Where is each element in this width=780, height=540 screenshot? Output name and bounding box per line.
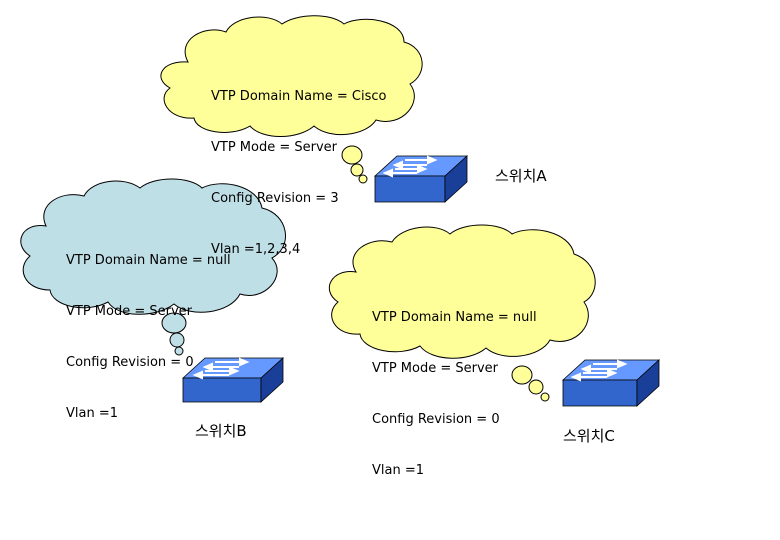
network-switch-icon (561, 359, 661, 407)
cloud-a-text: VTP Domain Name = Cisco VTP Mode = Serve… (211, 54, 386, 275)
cloud-c-bubble-1 (511, 365, 533, 385)
network-switch-icon (373, 155, 469, 203)
cloud-b-bubble-1 (161, 312, 187, 334)
cloud-switch-a (160, 15, 423, 184)
cloud-c-bubble-2 (528, 379, 544, 395)
cloud-a-bubble-1 (341, 145, 363, 165)
switch-c-label: 스위치C (563, 427, 615, 445)
cloud-a-shape (160, 15, 423, 137)
cloud-b-domain: VTP Domain Name = null (66, 253, 231, 268)
switch-c (561, 359, 661, 407)
cloud-c-revision: Config Revision = 0 (372, 412, 500, 427)
cloud-a-vlan: Vlan =1,2,3,4 (211, 242, 301, 257)
cloud-c-vlan: Vlan =1 (372, 463, 425, 478)
network-switch-icon (181, 357, 285, 403)
cloud-b-revision: Config Revision = 0 (66, 355, 194, 370)
cloud-a-bubble-2 (350, 163, 364, 177)
cloud-b-text: VTP Domain Name = null VTP Mode = Server… (66, 218, 231, 439)
cloud-a-domain: VTP Domain Name = Cisco (211, 89, 387, 104)
switch-b (181, 357, 285, 403)
cloud-a-revision: Config Revision = 3 (211, 191, 339, 206)
switch-a-label: 스위치A (495, 167, 547, 185)
cloud-c-mode: VTP Mode = Server (372, 361, 499, 376)
switch-b-label: 스위치B (195, 422, 247, 440)
switch-a (373, 155, 469, 203)
cloud-b-mode: VTP Mode = Server (66, 304, 193, 319)
cloud-a-mode: VTP Mode = Server (211, 140, 338, 155)
cloud-switch-c (328, 224, 596, 402)
cloud-b-vlan: Vlan =1 (66, 406, 119, 421)
cloud-c-domain: VTP Domain Name = null (372, 310, 537, 325)
cloud-c-shape (328, 224, 596, 359)
cloud-b-shape (20, 178, 286, 315)
cloud-b-bubble-3 (174, 346, 184, 356)
cloud-a-bubble-3 (358, 174, 368, 184)
cloud-c-text: VTP Domain Name = null VTP Mode = Server… (372, 275, 537, 496)
cloud-switch-b (20, 178, 286, 356)
cloud-c-bubble-3 (540, 392, 550, 402)
